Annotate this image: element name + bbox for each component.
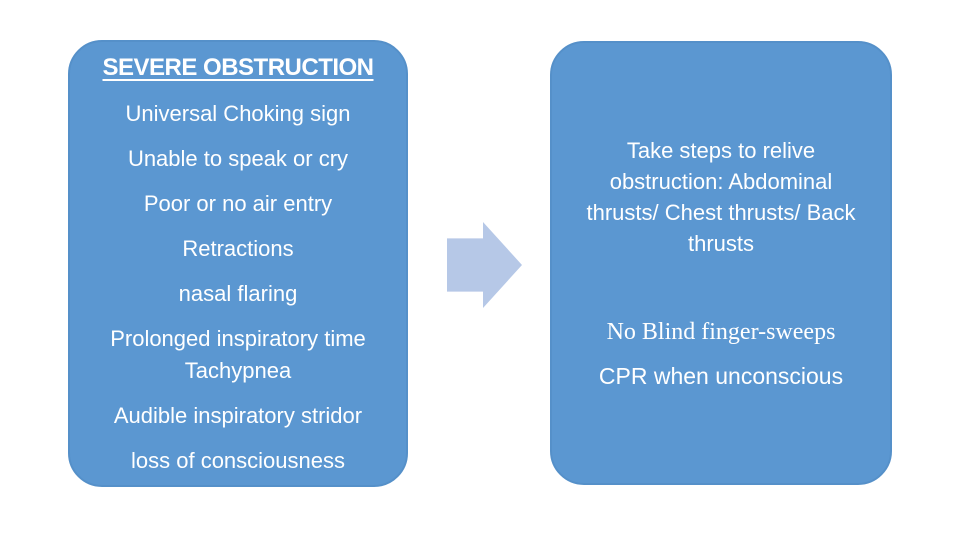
- cpr-when-unconscious-text: CPR when unconscious: [598, 362, 844, 389]
- symptom-prolonged-inspiratory-time-tachypnea: Prolonged inspiratory time Tachypnea: [110, 325, 366, 383]
- symptom-audible-inspiratory-stridor: Audible inspiratory stridor: [113, 402, 363, 428]
- management-steps-text: Take steps to relive obstruction: Abdomi…: [586, 137, 856, 256]
- symptom-poor-or-no-air-entry: Poor or no air entry: [143, 190, 333, 216]
- right-arrow-icon: [447, 222, 522, 308]
- symptom-retractions: Retractions: [182, 235, 294, 261]
- symptom-nasal-flaring: nasal flaring: [178, 280, 298, 306]
- management-box: Take steps to relive obstruction: Abdomi…: [550, 41, 892, 485]
- severe-obstruction-title: SEVERE OBSTRUCTION: [102, 53, 374, 81]
- symptom-universal-choking-sign: Universal Choking sign: [125, 100, 351, 126]
- symptom-unable-to-speak-or-cry: Unable to speak or cry: [127, 145, 349, 171]
- severe-obstruction-box: SEVERE OBSTRUCTION Universal Choking sig…: [68, 40, 408, 487]
- symptom-loss-of-consciousness: loss of consciousness: [131, 447, 345, 473]
- no-blind-finger-sweeps-text: No Blind finger-sweeps: [606, 318, 836, 345]
